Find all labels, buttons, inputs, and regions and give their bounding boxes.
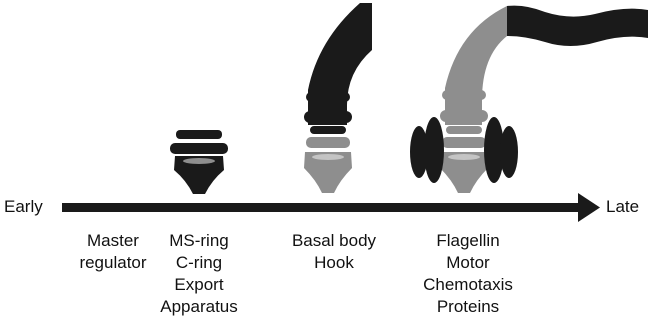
stage4-motor-left-inner xyxy=(424,117,444,183)
stage3-inner-disc xyxy=(312,154,344,160)
stage3-gray-ring xyxy=(306,137,350,148)
stage-label-ms-ring: MS-ring C-ring Export Apparatus xyxy=(149,230,249,318)
stage4-ring-lower xyxy=(446,126,482,134)
stage4-motor-right-outer xyxy=(500,126,518,178)
stage4-rod-upper xyxy=(442,90,486,100)
stage4-filament xyxy=(507,6,648,46)
stage3-hook xyxy=(308,3,372,125)
stage3-ring-lower xyxy=(310,126,346,134)
stage-label-flagellin: Flagellin Motor Chemotaxis Proteins xyxy=(408,230,528,318)
timeline-end-label: Late xyxy=(606,197,639,217)
stage3-rod-upper xyxy=(306,92,350,102)
stage4-gray-hook xyxy=(445,6,507,125)
stage4-inner-disc xyxy=(448,154,480,160)
stage3-basal-body-hook xyxy=(304,3,372,193)
stage2-ring-top xyxy=(176,130,222,139)
timeline-start-label: Early xyxy=(4,197,43,217)
stage4-complete-flagellum xyxy=(410,6,648,193)
timeline-arrowhead xyxy=(578,193,600,222)
stage-label-basal-body: Basal body Hook xyxy=(278,230,390,274)
stage4-rod-mid xyxy=(440,110,488,122)
timeline-shaft xyxy=(62,203,584,212)
stage2-inner-disc xyxy=(183,158,215,164)
stage4-ring-gray xyxy=(442,137,486,148)
stage2-ring-middle xyxy=(170,143,228,154)
stage3-rod-mid xyxy=(304,111,352,123)
timeline-arrow xyxy=(62,193,600,222)
stage2-ring-structure xyxy=(170,130,228,194)
